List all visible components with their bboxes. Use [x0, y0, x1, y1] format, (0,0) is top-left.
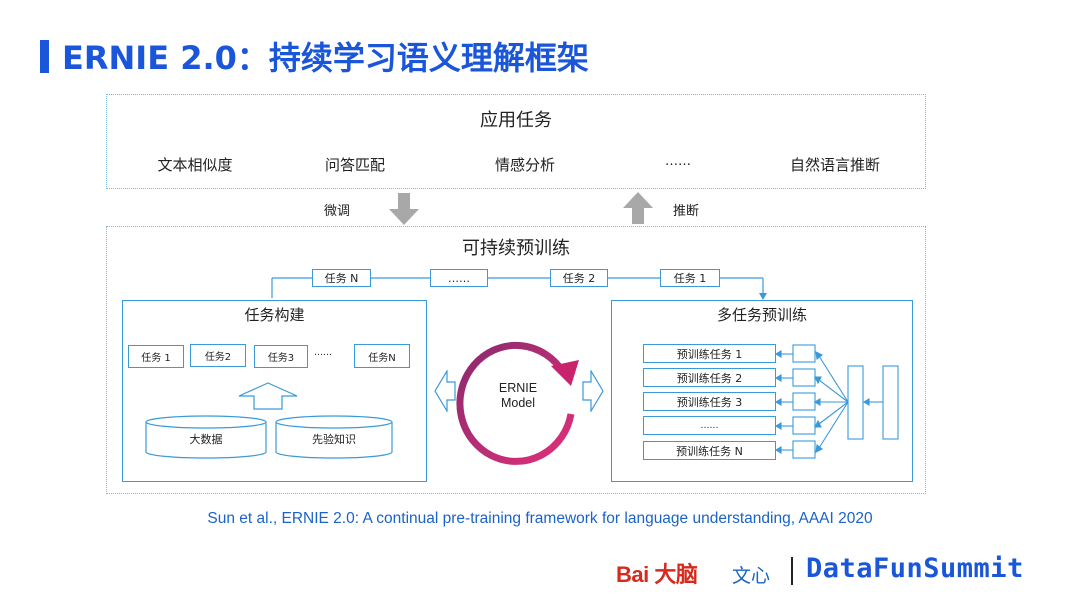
- datafunsummit-logo: DataFunSummit: [806, 553, 1024, 584]
- task-construction-panel: [122, 300, 427, 482]
- infer-label: 推断: [673, 204, 700, 219]
- pretrain-task-2: 预训练任务 2: [643, 368, 776, 387]
- multitask-pretraining-panel: [611, 300, 913, 482]
- left-hollow-arrow-icon: [434, 370, 456, 412]
- application-tasks-title: 应用任务: [480, 110, 552, 131]
- finetune-label: 微调: [324, 204, 351, 219]
- chain-ellipsis: ……: [430, 269, 488, 287]
- ernie-model-line2: Model: [500, 396, 536, 410]
- continual-pretraining-title: 可持续预训练: [462, 238, 570, 259]
- app-item-text-similarity: 文本相似度: [157, 156, 233, 174]
- finetune-down-arrow-icon: [389, 193, 419, 225]
- right-hollow-arrow-icon: [582, 370, 604, 412]
- chain-task-2: 任务 2: [550, 269, 608, 287]
- pretrain-task-ellipsis: ……: [643, 416, 776, 435]
- pretrain-task-n: 预训练任务 N: [643, 441, 776, 460]
- build-task-2: 任务2: [190, 344, 246, 367]
- build-task-n: 任务N: [354, 344, 410, 368]
- data-cylinders: [145, 415, 393, 459]
- wenxin-label: 文心: [732, 565, 771, 587]
- build-task-ellipsis: ……: [314, 348, 332, 358]
- page-title: ERNIE 2.0：持续学习语义理解框架: [62, 39, 589, 77]
- paper-citation: Sun et al., ERNIE 2.0: A continual pre-t…: [207, 510, 873, 527]
- app-item-nli: 自然语言推断: [789, 156, 880, 174]
- build-task-3: 任务3: [254, 345, 308, 368]
- pretrain-task-3: 预训练任务 3: [643, 392, 776, 411]
- baidu-brain-logo: Bai 大脑: [616, 562, 698, 587]
- prior-knowledge-label: 先验知识: [312, 433, 356, 446]
- application-tasks-panel: [106, 94, 926, 189]
- multitask-pretraining-title: 多任务预训练: [716, 306, 807, 324]
- ernie-model-line1: ERNIE: [498, 381, 538, 395]
- build-up-arrow-icon: [238, 382, 298, 410]
- big-data-label: 大数据: [189, 433, 223, 446]
- infer-up-arrow-icon: [623, 192, 653, 224]
- footer-separator: [791, 557, 793, 585]
- app-item-sentiment: 情感分析: [494, 156, 555, 174]
- pretrain-task-1: 预训练任务 1: [643, 344, 776, 363]
- title-accent-bar: [40, 40, 49, 73]
- app-item-ellipsis: ……: [665, 154, 691, 169]
- ernie-cycle-icon: [456, 341, 579, 465]
- chain-task-n: 任务 N: [312, 269, 371, 287]
- task-construction-title: 任务构建: [244, 306, 305, 324]
- app-item-qa-matching: 问答匹配: [324, 156, 385, 174]
- continual-pretraining-panel: [106, 226, 926, 494]
- build-task-1: 任务 1: [128, 345, 184, 368]
- chain-task-1: 任务 1: [660, 269, 720, 287]
